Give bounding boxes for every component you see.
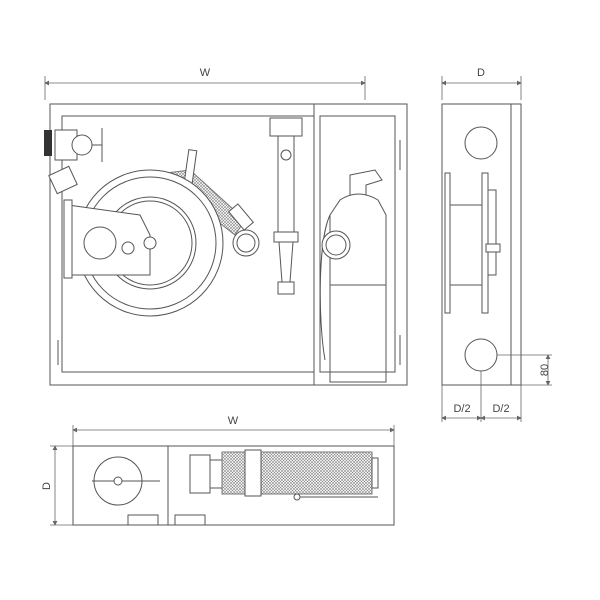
top-width-label: W	[228, 415, 239, 427]
half-depth-right-label: D/2	[492, 403, 509, 415]
reel-side-icon	[444, 172, 501, 314]
hinge-icon	[44, 130, 52, 156]
fire-extinguisher-icon	[319, 169, 387, 383]
depth-dimension: D	[441, 67, 522, 100]
offset-label: 80	[539, 364, 551, 376]
valve-icon	[48, 128, 103, 195]
width-label: W	[200, 67, 211, 79]
top-depth-label: D	[41, 482, 53, 490]
top-frame	[72, 445, 395, 526]
hose-reel-icon	[63, 169, 224, 317]
nozzle-icon	[269, 117, 303, 295]
half-depth-left-label: D/2	[453, 403, 470, 415]
side-frame	[441, 103, 522, 386]
width-dimension: W	[44, 67, 366, 100]
hinge-bottom-right	[174, 514, 206, 526]
depth-label: D	[477, 67, 485, 79]
reel-top-icon	[92, 456, 160, 506]
hose-top-icon	[189, 449, 379, 501]
top-inlet-circle	[464, 126, 498, 160]
side-view: D 80 D/2 D/2	[441, 67, 552, 422]
front-view: W	[44, 67, 408, 386]
cabinet-frame	[49, 103, 408, 386]
bottom-inlet-circle	[464, 338, 498, 372]
top-view: W D	[41, 415, 395, 526]
hinge-bottom-left	[127, 514, 159, 526]
